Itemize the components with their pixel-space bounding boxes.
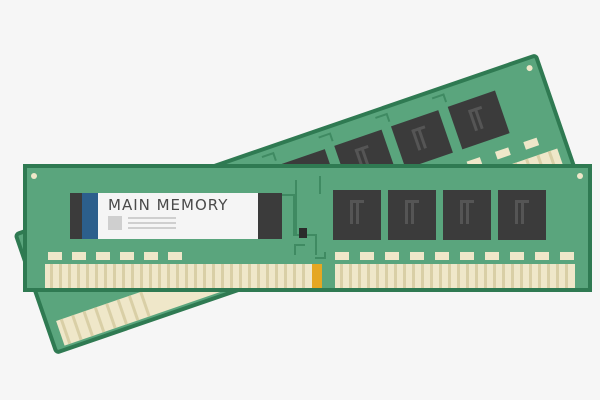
contact-pin xyxy=(86,264,89,288)
contact-pin xyxy=(131,264,134,288)
contact-pin xyxy=(50,264,53,288)
contact-pin xyxy=(367,264,370,288)
contact-pin xyxy=(475,264,478,288)
contact-pin xyxy=(113,264,116,288)
contact-pin xyxy=(466,264,469,288)
contact-pin xyxy=(248,264,251,288)
contact-pin xyxy=(484,264,487,288)
contact-pin xyxy=(439,264,442,288)
contact-pin xyxy=(221,264,224,288)
contact-pin xyxy=(511,264,514,288)
contact-pin xyxy=(421,264,424,288)
contact-pin xyxy=(340,264,343,288)
contact-pin xyxy=(293,264,296,288)
contact-pin xyxy=(266,264,269,288)
memory-label-text: MAIN MEMORY xyxy=(108,196,228,214)
contact-pin xyxy=(158,264,161,288)
contact-pin xyxy=(385,264,388,288)
contact-pin xyxy=(68,264,71,288)
contact-pin xyxy=(59,264,62,288)
contact-pin xyxy=(493,264,496,288)
contact-pin xyxy=(104,264,107,288)
contact-pin xyxy=(502,264,505,288)
contact-pin xyxy=(185,264,188,288)
contact-pin xyxy=(302,264,305,288)
contact-pin xyxy=(167,264,170,288)
contact-pin xyxy=(239,264,242,288)
solder-pads xyxy=(48,252,574,260)
contact-pin xyxy=(95,264,98,288)
contact-pin xyxy=(529,264,532,288)
contact-pin xyxy=(349,264,352,288)
contact-pin xyxy=(275,264,278,288)
contact-pin xyxy=(565,264,568,288)
memory-label-sticker: MAIN MEMORY xyxy=(70,193,282,239)
contact-pin xyxy=(358,264,361,288)
contact-pin xyxy=(412,264,415,288)
contact-pin xyxy=(376,264,379,288)
contact-pin xyxy=(140,264,143,288)
contact-pin xyxy=(520,264,523,288)
contact-pin xyxy=(212,264,215,288)
front-memory-module: MAIN MEMORY xyxy=(23,164,592,292)
contact-pin xyxy=(203,264,206,288)
notch-key xyxy=(312,264,322,288)
contact-pin xyxy=(556,264,559,288)
contact-pin xyxy=(284,264,287,288)
contact-pin xyxy=(403,264,406,288)
contact-pin xyxy=(176,264,179,288)
contact-pin xyxy=(547,264,550,288)
contact-pin xyxy=(230,264,233,288)
contact-pin xyxy=(122,264,125,288)
contact-pin xyxy=(430,264,433,288)
edge-contacts xyxy=(45,264,575,288)
contact-pin xyxy=(457,264,460,288)
contact-pin xyxy=(257,264,260,288)
front-module-chips xyxy=(333,190,546,240)
contact-pin xyxy=(538,264,541,288)
contact-pin xyxy=(149,264,152,288)
small-component xyxy=(299,228,307,238)
contact-pin xyxy=(394,264,397,288)
contact-pin xyxy=(77,264,80,288)
contact-pin xyxy=(194,264,197,288)
contact-pin xyxy=(448,264,451,288)
